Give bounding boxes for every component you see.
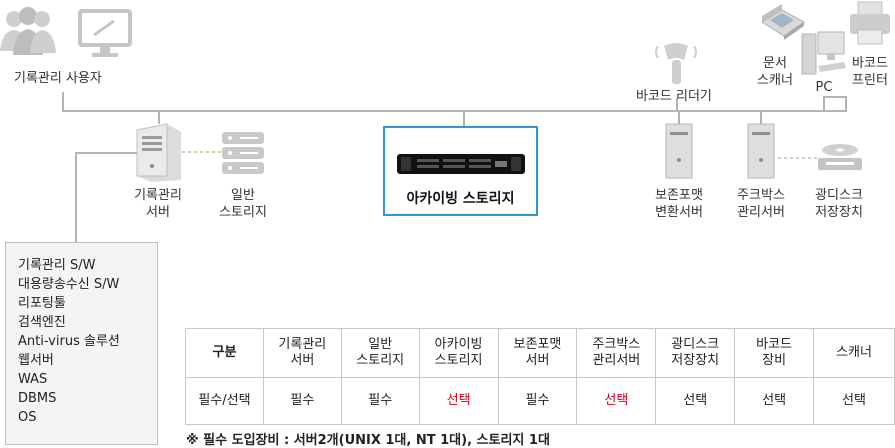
archiving-storage-box: 아카이빙 스토리지 — [383, 126, 538, 216]
software-list-box: 기록관리 S/W 대용량송수신 S/W 리포팅툴 검색엔진 Anti-virus… — [5, 242, 158, 445]
document-scanner-icon — [761, 4, 805, 40]
records-server-drop — [158, 110, 160, 124]
software-item: 기록관리 S/W — [18, 258, 96, 273]
table-row-label: 필수/선택 — [185, 377, 264, 425]
optical-disc-icon — [818, 144, 862, 170]
software-connector-v — [75, 152, 77, 242]
software-item: 대용량송수신 S/W — [18, 277, 120, 292]
records-server-icon — [136, 123, 181, 182]
preservation-server-label-1: 보존포맷 — [655, 188, 703, 203]
table-cell: 선택 — [813, 377, 895, 425]
general-storage-label-2: 스토리지 — [219, 205, 267, 220]
software-item: WAS — [18, 372, 48, 387]
archiving-storage-label: 아카이빙 스토리지 — [406, 191, 515, 207]
barcode-reader-drop — [676, 98, 678, 110]
table-column-header: 스캐너 — [813, 328, 895, 378]
table-row: 필수/선택 필수 필수 선택 필수 선택 선택 선택 선택 — [185, 377, 895, 425]
jukebox-server-icon — [747, 123, 775, 179]
footnote: ※ 필수 도입장비 : 서버2개(UNIX 1대, NT 1대), 스토리지 1… — [186, 433, 550, 448]
scanner-drop — [845, 96, 847, 110]
users-label: 기록관리 사용자 — [14, 71, 102, 86]
table-cell: 선택 — [734, 377, 815, 425]
users-group-icon — [0, 7, 56, 55]
preservation-server-label-2: 변환서버 — [655, 205, 703, 220]
jukebox-optical-dashed-link — [778, 157, 818, 159]
records-server-label-2: 서버 — [146, 205, 170, 220]
barcode-printer-label-2: 프린터 — [852, 73, 888, 88]
archive-drop — [463, 110, 465, 126]
jukebox-server-label-1: 주크박스 — [737, 188, 785, 203]
preservation-server-icon — [665, 123, 693, 179]
table-cell: 선택 — [655, 377, 736, 425]
barcode-printer-icon — [850, 1, 890, 45]
table-cell: 선택 — [418, 377, 499, 425]
software-item: 웹서버 — [18, 353, 54, 368]
table-cell: 필수 — [262, 377, 342, 425]
general-storage-icon — [222, 132, 264, 174]
preservation-drop — [678, 110, 680, 124]
jukebox-drop — [760, 110, 762, 124]
barcode-reader-icon — [655, 43, 697, 84]
software-item: DBMS — [18, 391, 57, 406]
optical-disc-label-2: 저장장치 — [815, 205, 863, 220]
table-cell: 선택 — [576, 377, 657, 425]
jukebox-server-label-2: 관리서버 — [737, 205, 785, 220]
document-scanner-label-2: 스캐너 — [757, 73, 793, 88]
barcode-reader-label: 바코드 리더기 — [636, 89, 712, 104]
main-bus-line — [62, 110, 847, 112]
software-item: 검색엔진 — [18, 315, 66, 330]
barcode-printer-label-1: 바코드 — [852, 56, 888, 71]
server-storage-dashed-link — [182, 151, 222, 153]
document-scanner-label-1: 문서 — [763, 56, 787, 71]
table-cell: 필수 — [340, 377, 420, 425]
software-item: OS — [18, 410, 37, 425]
software-item: 리포팅툴 — [18, 296, 66, 311]
records-server-label-1: 기록관리 — [134, 188, 182, 203]
archive-rack-icon — [397, 154, 525, 174]
users-connector — [62, 92, 64, 112]
general-storage-label-1: 일반 — [231, 188, 255, 203]
software-connector-h — [75, 152, 138, 154]
table-header-label: 구분 — [185, 328, 264, 378]
software-item: Anti-virus 솔루션 — [18, 334, 120, 349]
monitor-icon — [78, 9, 132, 57]
table-cell: 필수 — [497, 377, 578, 425]
pc-label: PC — [815, 80, 833, 95]
pc-scanner-link — [823, 96, 847, 98]
pc-drop — [823, 96, 825, 110]
pc-icon — [801, 31, 846, 75]
optical-disc-label-1: 광디스크 — [815, 188, 863, 203]
